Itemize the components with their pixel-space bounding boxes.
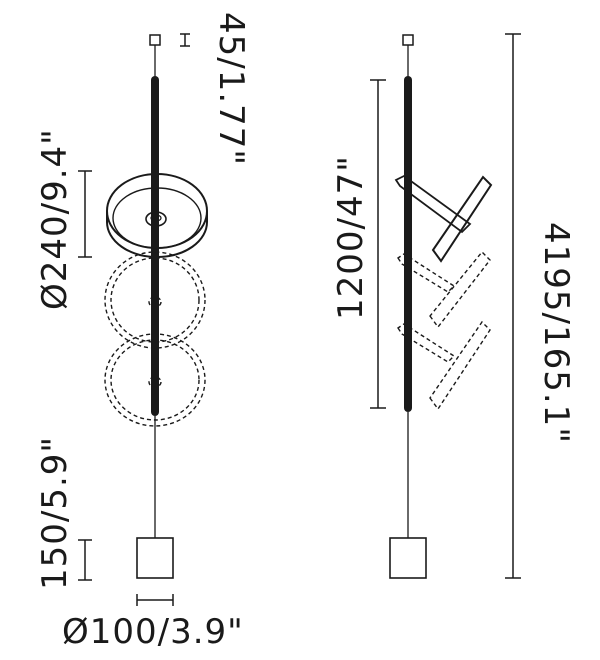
front-canopy: [136, 537, 174, 579]
top-connector: [149, 34, 161, 46]
side-rod: [404, 76, 412, 412]
ghost-shade-1: [104, 251, 206, 349]
front-shade: [106, 173, 208, 258]
total-length-dim: 4195/165.1": [505, 33, 576, 579]
top-height-label: 45/1.77": [211, 12, 251, 166]
canopy-diameter-label: Ø100/3.9": [62, 612, 244, 652]
side-canopy: [389, 537, 427, 579]
rod-length-label: 1200/47": [331, 155, 371, 320]
front-rod: [151, 76, 159, 416]
canopy-height-dim: 150/5.9": [35, 436, 92, 590]
side-shade: [394, 174, 493, 263]
front-view: 45/1.77" Ø240/9.4" 150/5.9" Ø100/3.9": [35, 12, 251, 652]
rod-length-dim: 1200/47": [331, 79, 386, 409]
canopy-height-label: 150/5.9": [35, 436, 75, 590]
total-length-label: 4195/165.1": [536, 222, 576, 444]
side-ghost-2: [397, 320, 491, 411]
canopy-diameter-dim: Ø100/3.9": [62, 594, 244, 652]
side-ghost-1: [397, 250, 491, 329]
ghost-shade-2: [104, 333, 206, 427]
top-height-dim: 45/1.77": [180, 12, 251, 166]
side-top-connector: [402, 34, 414, 46]
shade-diameter-dim: Ø240/9.4": [35, 128, 92, 310]
side-view: 1200/47" 4195/165.1": [331, 33, 576, 579]
shade-diameter-label: Ø240/9.4": [35, 128, 75, 310]
